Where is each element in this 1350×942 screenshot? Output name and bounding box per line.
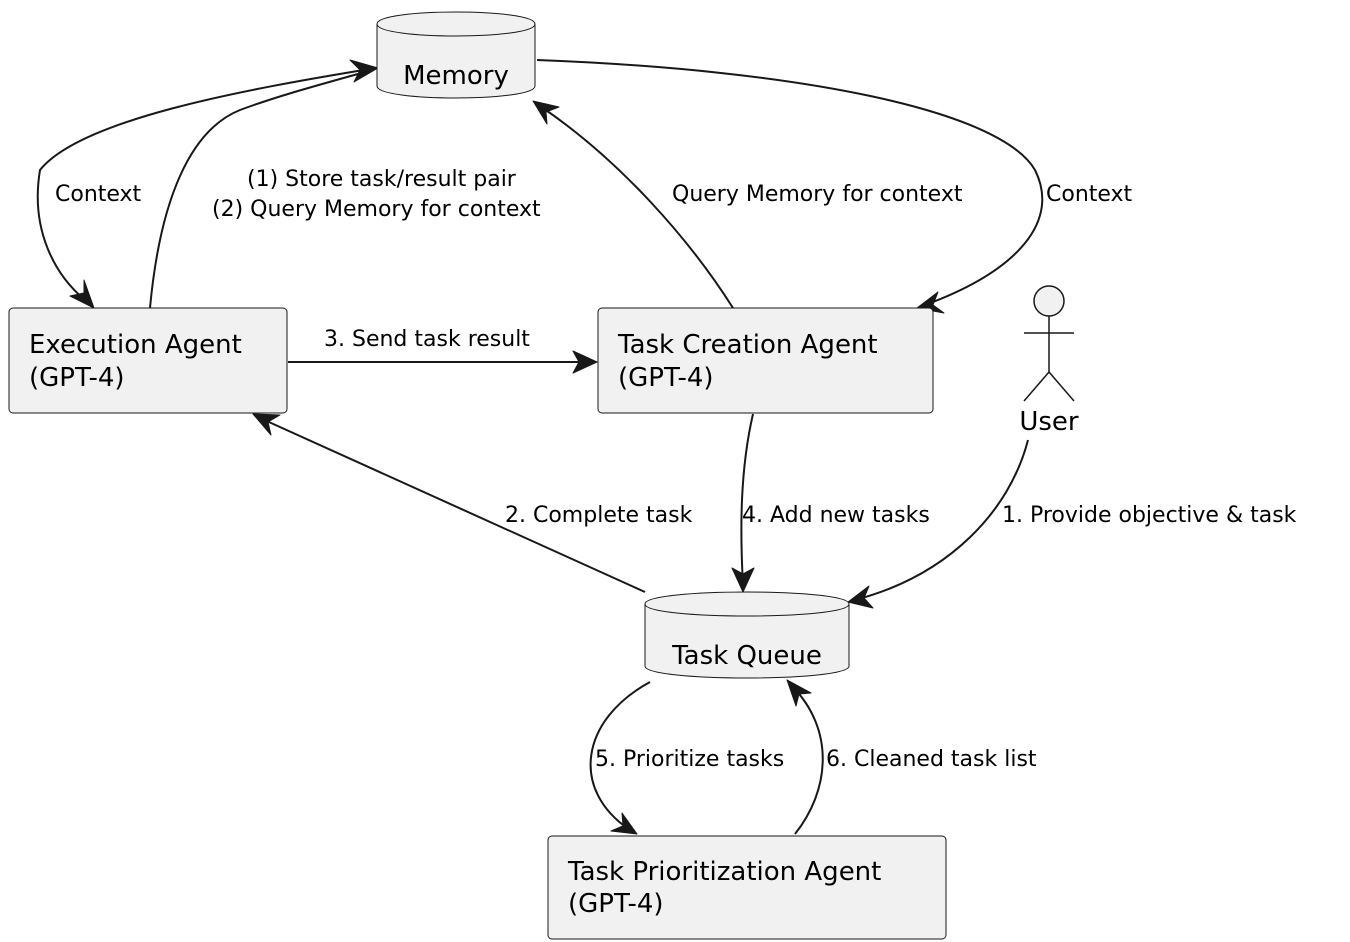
edge-label-add-new-tasks: 4. Add new tasks bbox=[742, 503, 930, 528]
edge-label-query-memory-creation: Query Memory for context bbox=[672, 182, 963, 207]
execution-agent-node: Execution Agent (GPT-4) bbox=[8, 307, 288, 414]
edge-creation-to-memory: Query Memory for context bbox=[532, 100, 963, 309]
edge-execution-to-creation: 3. Send task result bbox=[288, 327, 598, 374]
task-queue-database: Task Queue bbox=[644, 591, 850, 679]
edge-label-context-left: Context bbox=[55, 182, 142, 207]
edge-prioritization-to-queue: 6. Cleaned task list bbox=[786, 679, 1037, 835]
edge-label-send-task-result: 3. Send task result bbox=[324, 327, 530, 352]
edge-memory-to-execution: Context bbox=[36, 67, 377, 309]
user-head bbox=[1033, 285, 1065, 317]
task-creation-agent-node: Task Creation Agent (GPT-4) bbox=[597, 307, 934, 414]
edge-label-provide-objective: 1. Provide objective & task bbox=[1002, 503, 1297, 528]
edge-label-prioritize-tasks: 5. Prioritize tasks bbox=[595, 747, 784, 772]
task-prioritization-agent-title: Task Prioritization Agent bbox=[567, 857, 881, 887]
execution-agent-title: Execution Agent bbox=[29, 330, 242, 360]
user-label: User bbox=[1019, 407, 1079, 437]
edge-label-complete-task: 2. Complete task bbox=[505, 503, 693, 528]
edge-label-cleaned-task-list: 6. Cleaned task list bbox=[826, 747, 1037, 772]
task-creation-agent-model: (GPT-4) bbox=[618, 363, 714, 393]
task-queue-label: Task Queue bbox=[671, 641, 822, 671]
edge-user-to-queue: 1. Provide objective & task bbox=[847, 439, 1297, 609]
edge-queue-to-execution: 2. Complete task bbox=[252, 413, 693, 593]
edge-execution-to-memory: (1) Store task/result pair (2) Query Mem… bbox=[149, 59, 541, 309]
task-prioritization-agent-node: Task Prioritization Agent (GPT-4) bbox=[547, 835, 947, 940]
edge-queue-to-prioritization: 5. Prioritize tasks bbox=[589, 681, 784, 835]
edge-creation-to-queue: 4. Add new tasks bbox=[731, 413, 930, 593]
memory-label: Memory bbox=[403, 61, 509, 91]
edge-label-store-pair: (1) Store task/result pair bbox=[247, 167, 517, 192]
memory-database: Memory bbox=[376, 11, 536, 99]
edge-label-query-memory-exec: (2) Query Memory for context bbox=[212, 197, 541, 222]
task-prioritization-agent-model: (GPT-4) bbox=[568, 889, 664, 919]
edge-label-context-right: Context bbox=[1046, 182, 1133, 207]
execution-agent-model: (GPT-4) bbox=[29, 363, 125, 393]
task-creation-agent-title: Task Creation Agent bbox=[617, 330, 878, 360]
user-actor: User bbox=[1019, 285, 1079, 437]
